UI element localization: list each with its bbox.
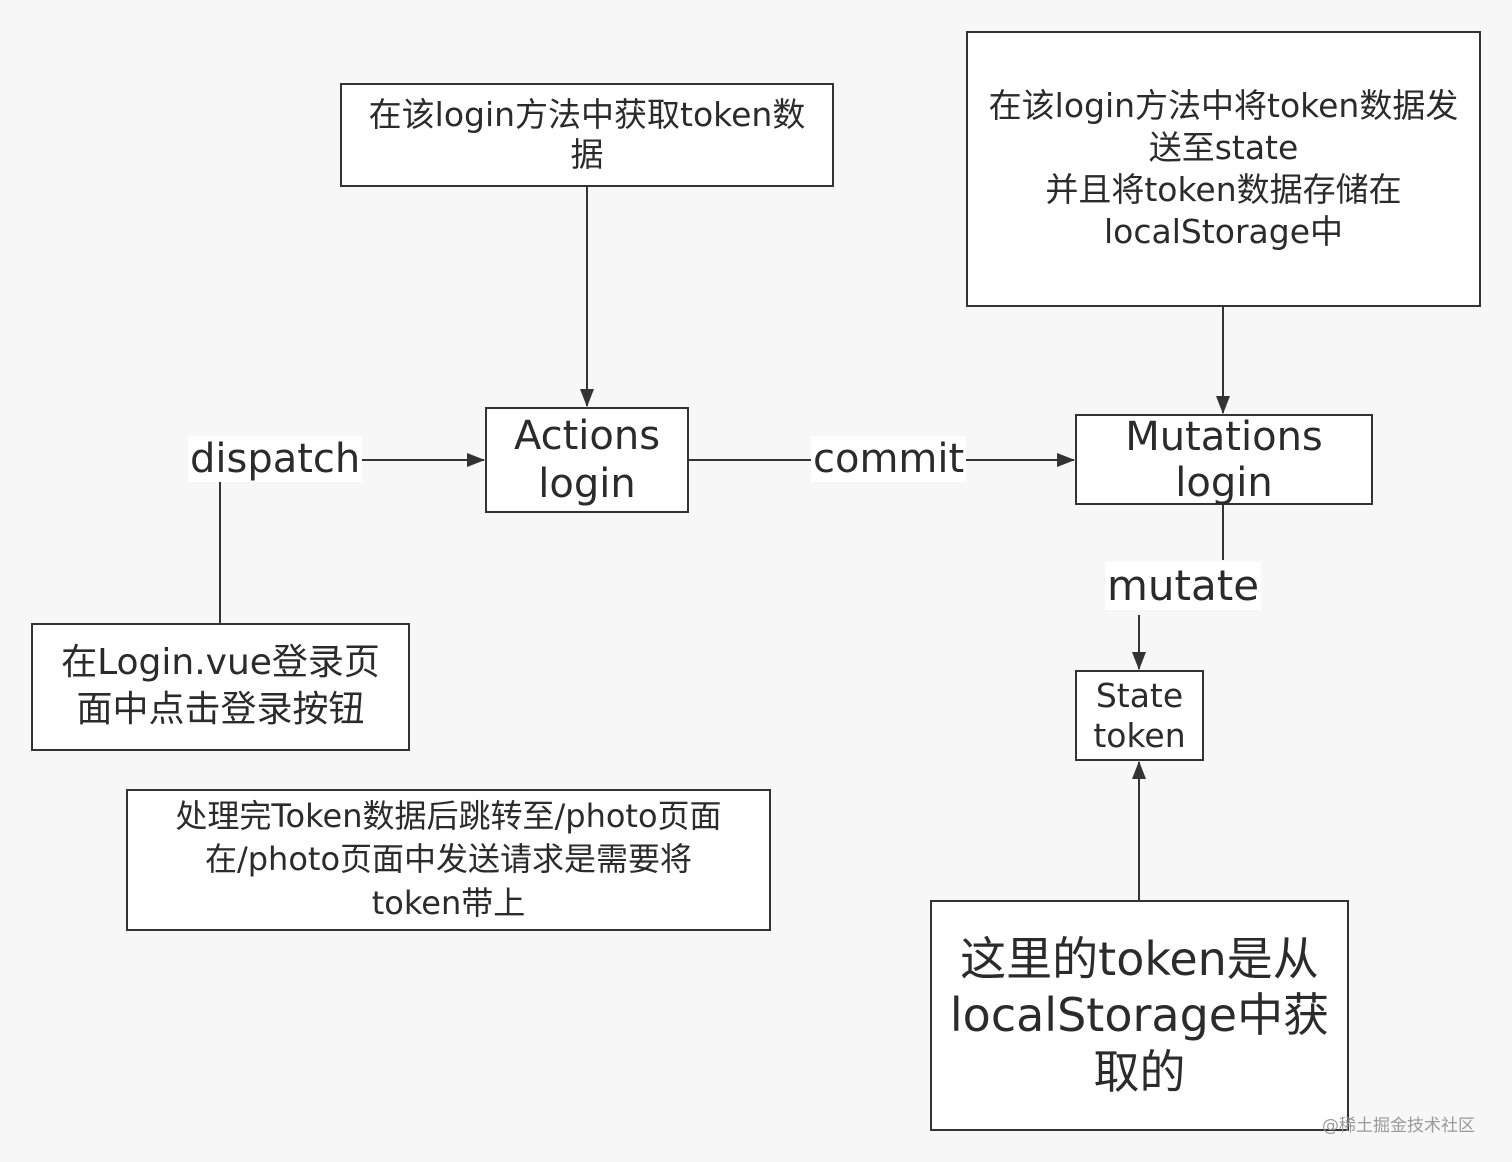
node-login-page-text: 在Login.vue登录页 面中点击登录按钮	[61, 642, 380, 730]
edge-label-dispatch: dispatch	[188, 436, 363, 482]
node-redirect-note-text: 处理完Token数据后跳转至/photo页面 在/photo页面中发送请求是需要…	[175, 797, 722, 922]
node-redirect-note: 处理完Token数据后跳转至/photo页面 在/photo页面中发送请求是需要…	[126, 789, 771, 931]
watermark: @稀土掘金技术社区	[1322, 1116, 1475, 1136]
node-actions: Actions login	[485, 407, 689, 513]
edge-label-mutate: mutate	[1105, 561, 1262, 611]
node-state: State token	[1075, 670, 1204, 761]
node-mutations-text: Mutations login	[1125, 413, 1323, 506]
edge-label-commit: commit	[811, 436, 967, 482]
node-login-page: 在Login.vue登录页 面中点击登录按钮	[31, 623, 410, 751]
node-mutations: Mutations login	[1075, 413, 1373, 506]
node-state-text: State token	[1093, 675, 1186, 755]
node-get-token: 在该login方法中获取token数 据	[340, 83, 834, 187]
node-send-token: 在该login方法中将token数据发 送至state 并且将token数据存储…	[966, 31, 1481, 307]
node-get-token-text: 在该login方法中获取token数 据	[368, 95, 806, 174]
edge-login-page-to-actions	[219, 453, 485, 623]
node-send-token-text: 在该login方法中将token数据发 送至state 并且将token数据存储…	[988, 86, 1459, 251]
node-local-storage-note-text: 这里的token是从 localStorage中获 取的	[949, 932, 1330, 1099]
node-local-storage-note: 这里的token是从 localStorage中获 取的	[930, 900, 1349, 1131]
node-actions-text: Actions login	[513, 413, 661, 507]
